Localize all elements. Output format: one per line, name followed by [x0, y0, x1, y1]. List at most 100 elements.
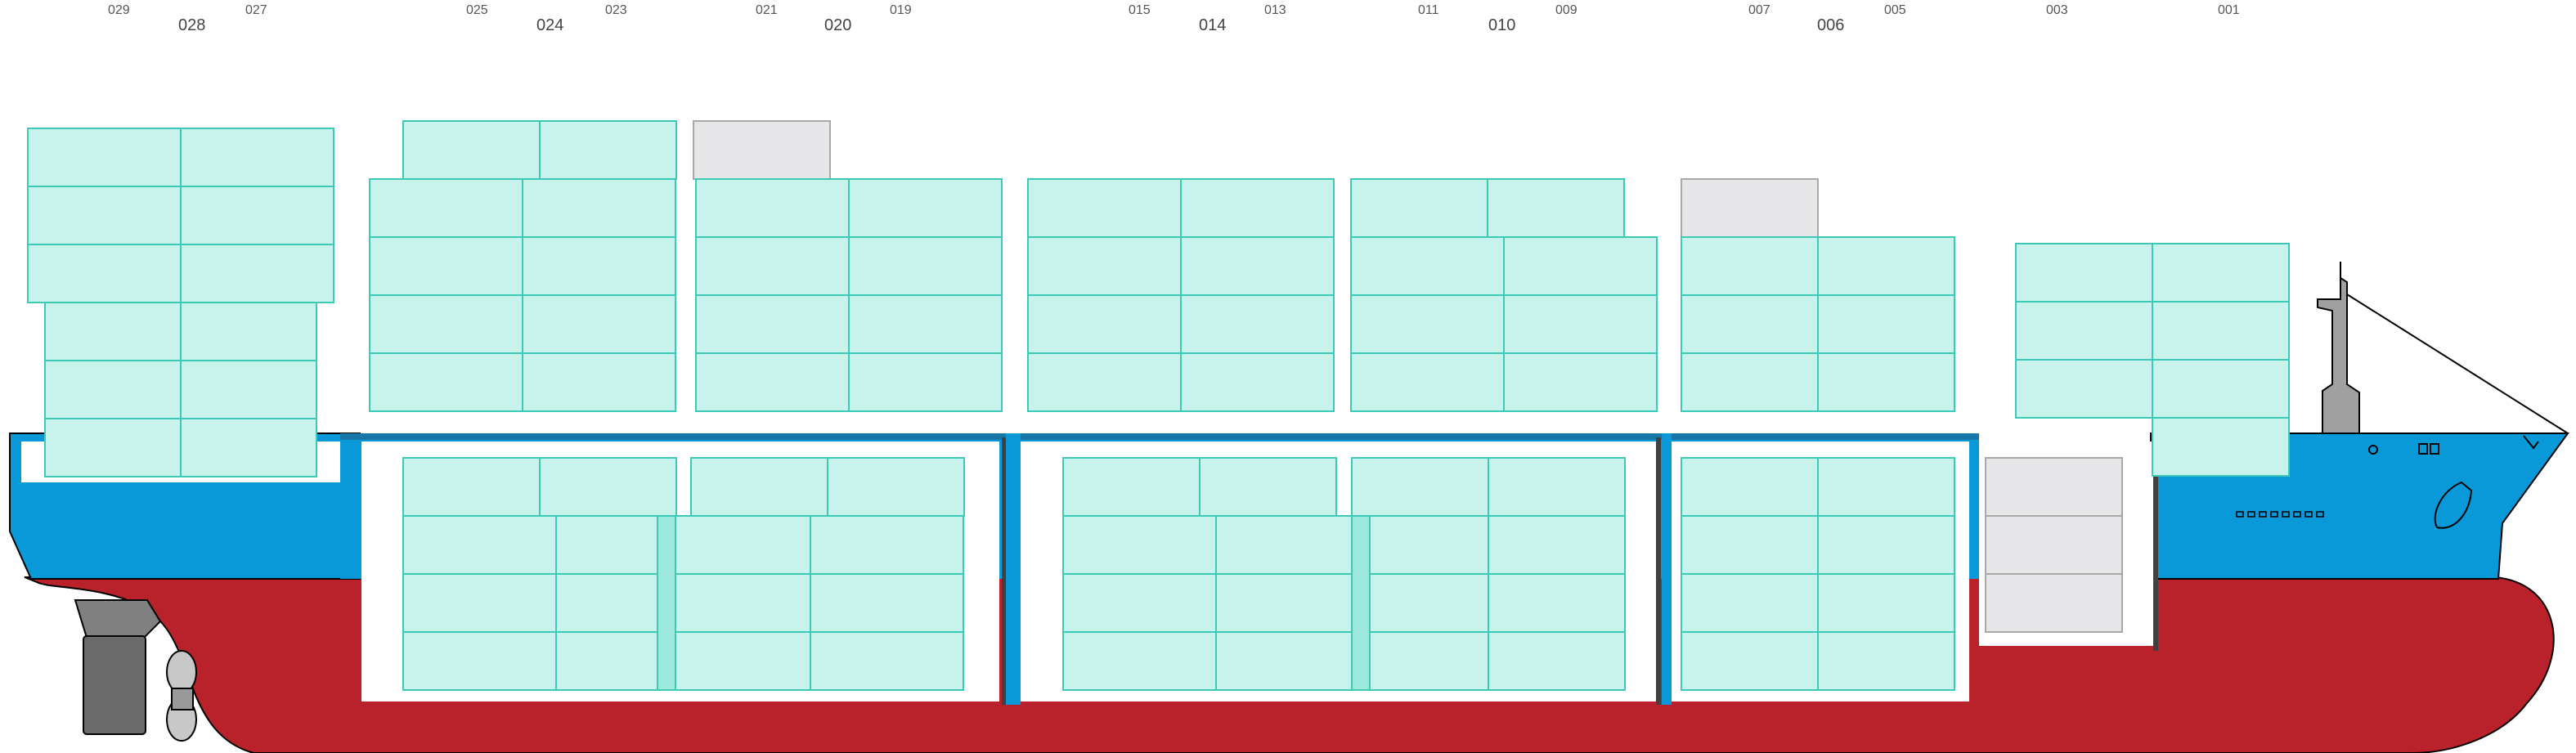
bay-label-020: 020 — [824, 16, 852, 34]
container — [1180, 236, 1335, 296]
container — [1817, 573, 1955, 633]
container — [1487, 178, 1625, 238]
container — [44, 302, 182, 361]
bay-label-023: 023 — [605, 3, 627, 17]
forestay — [2346, 294, 2569, 434]
container — [1350, 236, 1505, 296]
bay-label-019: 019 — [890, 3, 912, 17]
container — [1681, 631, 1819, 691]
container — [1351, 515, 1489, 575]
container — [1488, 457, 1626, 517]
container — [180, 128, 334, 187]
bay-label-021: 021 — [756, 3, 778, 17]
hull-marking — [2304, 511, 2313, 518]
rudder-stock — [74, 599, 162, 639]
container — [44, 418, 182, 477]
bow-marking — [2430, 443, 2439, 455]
bay-label-027: 027 — [245, 3, 267, 17]
container — [1503, 236, 1658, 296]
container — [369, 294, 523, 354]
container — [695, 178, 850, 238]
container — [1488, 515, 1626, 575]
container — [180, 244, 334, 303]
bay-label-011: 011 — [1418, 3, 1439, 17]
rudder — [83, 635, 146, 735]
bay-label-029: 029 — [108, 3, 130, 17]
container — [810, 631, 964, 691]
container — [1817, 236, 1955, 296]
hull-marking — [2282, 511, 2290, 518]
container — [1681, 352, 1819, 412]
container — [539, 457, 677, 517]
container — [2152, 417, 2290, 477]
empty-slot — [1985, 515, 2123, 575]
bay-label-014: 014 — [1199, 16, 1227, 34]
container — [402, 457, 541, 517]
container — [1681, 294, 1819, 354]
container — [1215, 631, 1370, 691]
container — [1350, 294, 1505, 354]
container-highlight — [1351, 515, 1371, 691]
container — [1488, 631, 1626, 691]
container — [657, 515, 811, 575]
container — [1817, 515, 1955, 575]
container — [1681, 515, 1819, 575]
container — [1027, 294, 1182, 354]
container — [695, 294, 850, 354]
bay-label-001: 001 — [2218, 3, 2240, 17]
container — [1180, 178, 1335, 238]
container — [1350, 352, 1505, 412]
container — [827, 457, 965, 517]
container-highlight — [657, 515, 676, 691]
container — [1180, 294, 1335, 354]
bow-marking-icon — [2368, 445, 2378, 455]
container — [402, 573, 557, 633]
container — [1027, 352, 1182, 412]
container — [848, 294, 1003, 354]
container — [2152, 243, 2290, 303]
container — [810, 515, 964, 575]
container — [27, 128, 182, 187]
container — [1180, 352, 1335, 412]
container — [1351, 631, 1489, 691]
container — [1062, 573, 1217, 633]
container — [1503, 294, 1658, 354]
container — [1027, 178, 1182, 238]
hull-marking — [2270, 511, 2278, 518]
container — [522, 236, 676, 296]
propeller-hub — [171, 688, 194, 710]
bay-label-015: 015 — [1129, 3, 1151, 17]
container — [44, 360, 182, 419]
container — [180, 418, 317, 477]
container — [1488, 573, 1626, 633]
container — [522, 294, 676, 354]
bay-label-007: 007 — [1748, 3, 1770, 17]
container — [1215, 573, 1370, 633]
container — [1817, 631, 1955, 691]
container — [27, 186, 182, 245]
bay-label-003: 003 — [2046, 3, 2068, 17]
container — [1817, 352, 1955, 412]
bay-label-005: 005 — [1884, 3, 1906, 17]
container — [539, 120, 677, 180]
container — [695, 236, 850, 296]
container — [369, 178, 523, 238]
foremast — [2317, 276, 2360, 434]
container — [402, 120, 541, 180]
container — [1062, 457, 1200, 517]
empty-slot — [1681, 178, 1819, 238]
container — [2015, 359, 2153, 419]
container — [690, 457, 828, 517]
container — [657, 573, 811, 633]
bay-label-009: 009 — [1555, 3, 1577, 17]
bay-label-024: 024 — [536, 16, 564, 34]
container — [2015, 243, 2153, 303]
container — [1351, 457, 1489, 517]
container — [1503, 352, 1658, 412]
container — [1817, 294, 1955, 354]
container — [848, 352, 1003, 412]
propeller-blade — [166, 650, 197, 694]
bow-anchor — [2434, 481, 2473, 529]
container — [402, 515, 557, 575]
